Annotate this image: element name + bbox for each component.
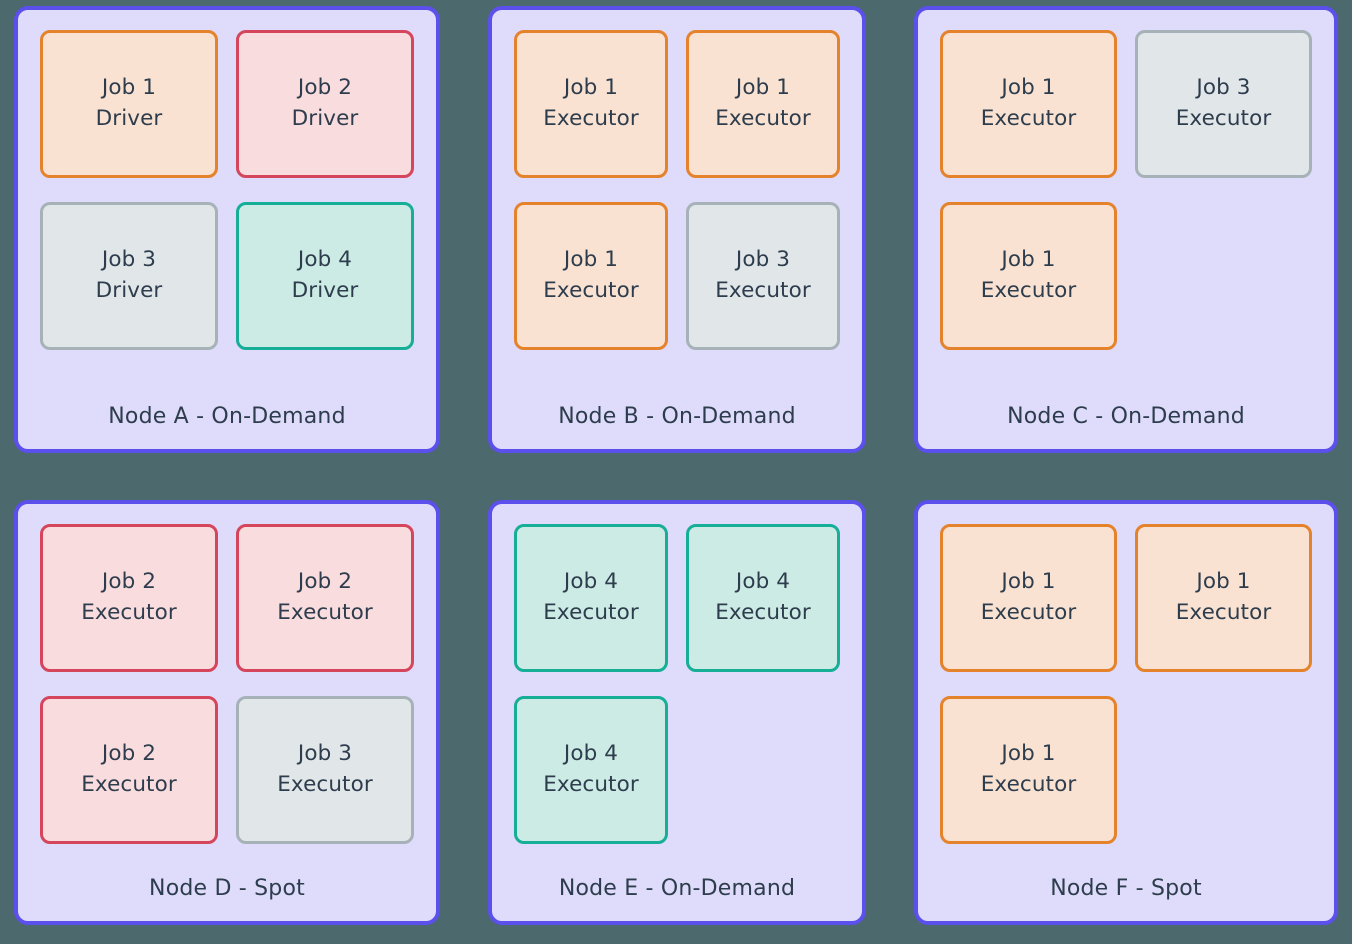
job-role: Executor bbox=[715, 278, 811, 303]
job-role: Executor bbox=[81, 772, 177, 797]
empty-slot bbox=[1135, 696, 1312, 844]
job-name: Job 1 bbox=[1001, 741, 1056, 767]
job-box[interactable]: Job 2 Executor bbox=[40, 696, 218, 844]
job-name: Job 3 bbox=[735, 247, 791, 273]
job-name: Job 1 bbox=[101, 75, 157, 101]
node-label: Node C - On-Demand bbox=[1007, 404, 1245, 429]
job-box[interactable]: Job 1 Executor bbox=[1135, 524, 1312, 672]
job-role: Executor bbox=[277, 600, 373, 625]
job-box[interactable]: Job 1 Executor bbox=[940, 524, 1117, 672]
empty-slot bbox=[686, 696, 840, 844]
job-box[interactable]: Job 1 Driver bbox=[40, 30, 218, 178]
job-box[interactable]: Job 1 Executor bbox=[940, 202, 1117, 350]
job-name: Job 4 bbox=[563, 569, 619, 595]
job-role: Executor bbox=[980, 600, 1077, 625]
job-name: Job 2 bbox=[101, 741, 157, 767]
node-label: Node B - On-Demand bbox=[558, 404, 796, 429]
job-box[interactable]: Job 1 Executor bbox=[940, 696, 1117, 844]
job-role: Executor bbox=[715, 106, 811, 131]
job-role: Executor bbox=[543, 772, 639, 797]
job-name: Job 1 bbox=[1196, 569, 1251, 595]
job-role: Driver bbox=[95, 278, 163, 303]
job-box[interactable]: Job 4 Executor bbox=[686, 524, 840, 672]
job-name: Job 3 bbox=[297, 741, 353, 767]
job-name: Job 1 bbox=[1001, 75, 1056, 101]
node-label: Node E - On-Demand bbox=[558, 876, 796, 901]
empty-slot bbox=[1135, 202, 1312, 350]
job-box[interactable]: Job 4 Executor bbox=[514, 696, 668, 844]
job-name: Job 4 bbox=[735, 569, 791, 595]
job-role: Executor bbox=[81, 600, 177, 625]
job-box[interactable]: Job 3 Driver bbox=[40, 202, 218, 350]
job-name: Job 1 bbox=[735, 75, 791, 101]
node-label: Node A - On-Demand bbox=[108, 404, 346, 429]
job-role: Executor bbox=[277, 772, 373, 797]
job-role: Driver bbox=[291, 106, 359, 131]
job-role: Executor bbox=[1175, 106, 1272, 131]
job-role: Executor bbox=[543, 600, 639, 625]
job-box[interactable]: Job 3 Executor bbox=[236, 696, 414, 844]
job-role: Executor bbox=[980, 278, 1077, 303]
job-role: Executor bbox=[980, 106, 1077, 131]
job-box[interactable]: Job 1 Executor bbox=[514, 202, 668, 350]
job-box[interactable]: Job 4 Driver bbox=[236, 202, 414, 350]
job-role: Executor bbox=[543, 106, 639, 131]
job-name: Job 2 bbox=[297, 75, 353, 101]
job-box[interactable]: Job 1 Executor bbox=[940, 30, 1117, 178]
job-role: Executor bbox=[1175, 600, 1272, 625]
node-label: Node F - Spot bbox=[1050, 876, 1202, 901]
job-name: Job 4 bbox=[563, 741, 619, 767]
job-role: Driver bbox=[95, 106, 163, 131]
job-role: Executor bbox=[543, 278, 639, 303]
job-box[interactable]: Job 2 Executor bbox=[236, 524, 414, 672]
job-name: Job 3 bbox=[101, 247, 157, 273]
job-name: Job 1 bbox=[563, 75, 619, 101]
job-box[interactable]: Job 3 Executor bbox=[1135, 30, 1312, 178]
job-name: Job 1 bbox=[1001, 247, 1056, 273]
job-name: Job 1 bbox=[1001, 569, 1056, 595]
node-label: Node D - Spot bbox=[149, 876, 305, 901]
job-name: Job 1 bbox=[563, 247, 619, 273]
job-role: Executor bbox=[715, 600, 811, 625]
job-name: Job 4 bbox=[297, 247, 353, 273]
job-box[interactable]: Job 1 Executor bbox=[686, 30, 840, 178]
job-box[interactable]: Job 3 Executor bbox=[686, 202, 840, 350]
job-name: Job 2 bbox=[101, 569, 157, 595]
job-name: Job 3 bbox=[1196, 75, 1251, 101]
job-box[interactable]: Job 1 Executor bbox=[514, 30, 668, 178]
job-box[interactable]: Job 2 Driver bbox=[236, 30, 414, 178]
job-box[interactable]: Job 2 Executor bbox=[40, 524, 218, 672]
job-box[interactable]: Job 4 Executor bbox=[514, 524, 668, 672]
job-role: Driver bbox=[291, 278, 359, 303]
job-role: Executor bbox=[980, 772, 1077, 797]
job-name: Job 2 bbox=[297, 569, 353, 595]
